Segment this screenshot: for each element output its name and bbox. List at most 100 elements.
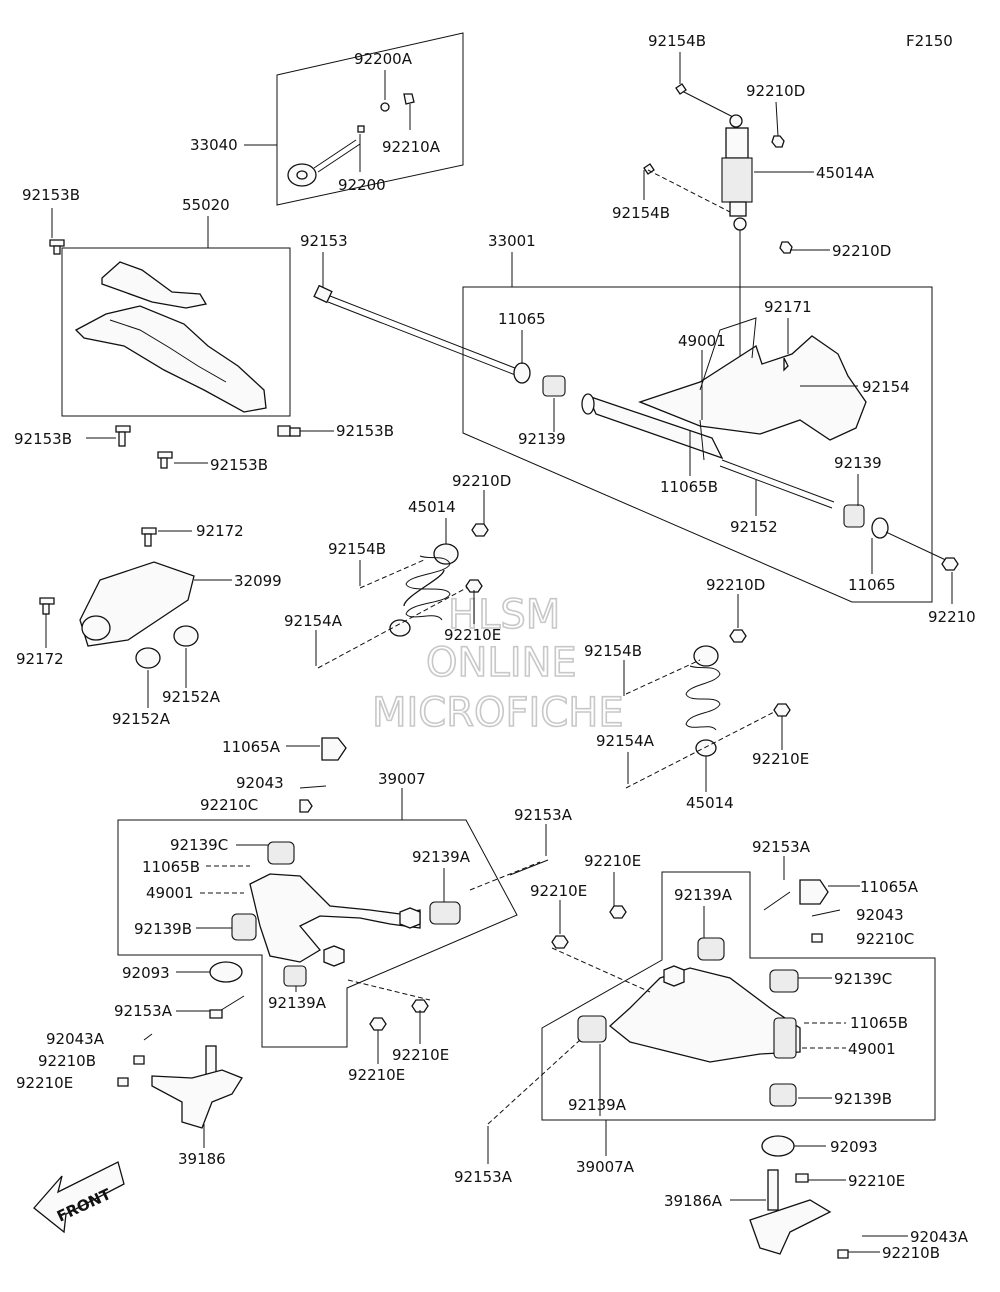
label-92043A: 92043A	[910, 1228, 969, 1246]
label-92210B: 92210B	[882, 1244, 940, 1262]
watermark-line-1: HLSM	[448, 592, 560, 638]
guard-32099	[39, 527, 199, 669]
label-92154B: 92154B	[584, 642, 642, 660]
label-92154: 92154	[862, 378, 910, 396]
a-arm-39007	[117, 737, 549, 1087]
label-39007A: 39007A	[576, 1158, 635, 1176]
group-box-39007	[117, 819, 518, 1048]
label-92210D: 92210D	[452, 472, 511, 490]
label-92154B: 92154B	[328, 540, 386, 558]
label-92139C: 92139C	[834, 970, 892, 988]
label-92210A: 92210A	[382, 138, 441, 156]
label-92153A: 92153A	[514, 806, 573, 824]
label-32099: 32099	[234, 572, 282, 590]
label-92210E: 92210E	[16, 1074, 73, 1092]
label-92210D: 92210D	[706, 576, 765, 594]
label-92210: 92210	[928, 608, 976, 626]
watermark-line-3: MICROFICHE	[372, 690, 624, 736]
label-92172: 92172	[196, 522, 244, 540]
label-92139: 92139	[834, 454, 882, 472]
label-39186A: 39186A	[664, 1192, 723, 1210]
label-92139: 92139	[518, 430, 566, 448]
shock-absorber-45014-right	[625, 629, 791, 789]
label-92153A: 92153A	[114, 1002, 173, 1020]
front-direction-arrow: FRONT	[33, 1161, 125, 1234]
label-11065B: 11065B	[142, 858, 200, 876]
label-92171: 92171	[764, 298, 812, 316]
nut-92210D-top	[771, 135, 785, 148]
label-49001: 49001	[678, 332, 726, 350]
label-92152: 92152	[730, 518, 778, 536]
label-92153A: 92153A	[752, 838, 811, 856]
label-92139C: 92139C	[170, 836, 228, 854]
label-92210C: 92210C	[200, 796, 258, 814]
watermark-line-2: ONLINE	[426, 640, 577, 686]
label-92139A: 92139A	[412, 848, 471, 866]
knuckle-39186A	[749, 1135, 876, 1259]
label-45014: 45014	[408, 498, 456, 516]
bolt-92154B-top	[643, 83, 731, 213]
label-92139B: 92139B	[834, 1090, 892, 1108]
label-92172: 92172	[16, 650, 64, 668]
callout-labels: 92154B 92210D 45014A 92154B 92210D 92200…	[14, 32, 976, 1262]
knuckle-39186	[151, 1045, 243, 1129]
label-92154B: 92154B	[612, 204, 670, 222]
label-92139A: 92139A	[568, 1096, 627, 1114]
label-92043: 92043	[856, 906, 904, 924]
label-92154B: 92154B	[648, 32, 706, 50]
swingarm-33001	[542, 317, 867, 461]
label-92200: 92200	[338, 176, 386, 194]
label-92210D: 92210D	[746, 82, 805, 100]
label-92210D: 92210D	[832, 242, 891, 260]
label-11065A: 11065A	[222, 738, 281, 756]
label-11065A: 11065A	[860, 878, 919, 896]
label-92153B: 92153B	[22, 186, 80, 204]
label-92153B: 92153B	[336, 422, 394, 440]
label-92200A: 92200A	[354, 50, 413, 68]
label-92152A: 92152A	[162, 688, 221, 706]
label-92210E: 92210E	[444, 626, 501, 644]
bolt-92153-long	[313, 284, 531, 384]
label-11065: 11065	[498, 310, 546, 328]
group-box-33001	[462, 286, 933, 603]
label-92043: 92043	[236, 774, 284, 792]
group-box-55020	[61, 247, 291, 417]
label-92210C: 92210C	[856, 930, 914, 948]
label-92210E: 92210E	[848, 1172, 905, 1190]
label-39186: 39186	[178, 1150, 226, 1168]
label-33001: 33001	[488, 232, 536, 250]
label-92153: 92153	[300, 232, 348, 250]
label-92210E: 92210E	[530, 882, 587, 900]
label-92210E: 92210E	[752, 750, 809, 768]
guard-55020	[74, 261, 267, 413]
shock-absorber-45014-front	[317, 523, 489, 669]
label-92139A: 92139A	[674, 886, 733, 904]
label-55020: 55020	[182, 196, 230, 214]
label-92210B: 92210B	[38, 1052, 96, 1070]
label-49001: 49001	[146, 884, 194, 902]
label-39007: 39007	[378, 770, 426, 788]
label-92152A: 92152A	[112, 710, 171, 728]
label-92210E: 92210E	[348, 1066, 405, 1084]
label-33040: 33040	[190, 136, 238, 154]
label-11065: 11065	[848, 576, 896, 594]
adjuster-33040-parts	[287, 93, 415, 187]
label-45014A: 45014A	[816, 164, 875, 182]
diagram-code: F2150	[906, 32, 953, 50]
label-92043A: 92043A	[46, 1030, 105, 1048]
label-49001: 49001	[848, 1040, 896, 1058]
label-92093: 92093	[830, 1138, 878, 1156]
label-92154A: 92154A	[596, 732, 655, 750]
label-92093: 92093	[122, 964, 170, 982]
label-92139A: 92139A	[268, 994, 327, 1012]
group-box-33040	[276, 32, 464, 206]
shock-absorber-45014A	[679, 89, 753, 360]
a-arm-39007A	[487, 879, 841, 1125]
label-92153B: 92153B	[210, 456, 268, 474]
label-92153A: 92153A	[454, 1168, 513, 1186]
shaft-92152	[719, 459, 959, 571]
bolt-92153B-parts	[49, 239, 301, 469]
group-box-39007A	[541, 871, 936, 1121]
label-45014: 45014	[686, 794, 734, 812]
